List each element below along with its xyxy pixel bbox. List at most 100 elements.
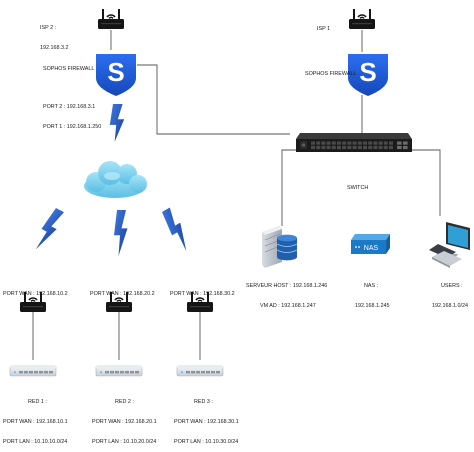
connection-lines [32, 30, 441, 360]
switch-port [378, 141, 383, 145]
switch-port [383, 141, 388, 145]
firewall-left-port2: PORT 2 : 192.168.3.1 [43, 104, 96, 111]
network-switch-icon [296, 133, 412, 152]
site2-wan: PORT WAN : 192.168.20.2 [90, 291, 155, 298]
firewall-right-label: SOPHOS FIREWALL [305, 58, 356, 84]
switch-port [342, 145, 347, 150]
site3-red: RED 3 : [194, 399, 213, 406]
switch-port [389, 141, 393, 145]
link-firewall-left-switch [137, 64, 290, 135]
switch-port [316, 145, 321, 150]
sophos-logo-letter: S [359, 57, 376, 87]
switch-port [368, 145, 373, 150]
switch-port [357, 145, 362, 150]
firewall-left-title: SOPHOS FIREWALL [43, 66, 95, 73]
switch-port [337, 141, 341, 145]
switch-port [373, 141, 378, 145]
switch-port [342, 141, 347, 145]
firewall-right-title: SOPHOS FIREWALL [305, 71, 357, 78]
router-icon [348, 8, 376, 30]
site1-wan: PORT WAN : 192.168.10.2 [3, 291, 68, 298]
switch-port [363, 141, 367, 145]
switch-port [383, 145, 388, 150]
lightning-icon [35, 208, 64, 250]
site1-wan-label: PORT WAN : 192.168.10.2 [3, 278, 68, 304]
switch-label: SWITCH [347, 172, 368, 198]
switch-port [373, 145, 378, 150]
switch-port [352, 141, 357, 145]
nas-title: NAS : [364, 283, 379, 290]
site1-lan: PORT LAN : 10.10.10.0/24 [3, 438, 68, 445]
switch-port [326, 145, 331, 150]
red-appliance-icon [95, 365, 143, 377]
switch-port [347, 145, 352, 150]
firewall-left-port1: PORT 1 : 192.168.1.250 [43, 123, 102, 130]
nas-badge: NAS [364, 245, 379, 252]
switch-port [389, 145, 393, 150]
switch-port [357, 141, 362, 145]
users-ip: 192.168.1.0/24 [432, 302, 468, 309]
link-switch-users [410, 149, 441, 216]
site3-red-label: RED 3 : PORT WAN : 192.168.30.1 PORT LAN… [174, 386, 239, 452]
users-label: USERS : 192.168.1.0/24 [432, 270, 468, 316]
site2-red-label: RED 2 : PORT WAN : 192.168.20.1 PORT LAN… [92, 386, 157, 452]
nas-label: NAS : 192.168.1.245 [355, 270, 389, 316]
switch-port [316, 141, 321, 145]
site2-wan-label: PORT WAN : 192.168.20.2 [90, 278, 155, 304]
switch-uplink-port [403, 141, 408, 145]
nas-icon: NAS [351, 234, 390, 254]
switch-port [337, 145, 341, 150]
isp1-title: ISP 1 [317, 26, 331, 33]
lightning-icon [109, 104, 125, 142]
isp2-title: ISP 2 : [40, 25, 57, 32]
sophos-logo-letter: S [107, 57, 124, 87]
network-diagram: S S [9, 8, 470, 377]
site3-wan: PORT WAN : 192.168.30.2 [170, 291, 235, 298]
switch-port [363, 145, 367, 150]
switch-port [311, 141, 315, 145]
switch-port [347, 141, 352, 145]
server-host: SERVEUR HOST : 192.168.1.246 [246, 283, 328, 290]
site3-wan2: PORT WAN : 192.168.30.1 [174, 418, 239, 425]
switch-title: SWITCH [347, 185, 369, 192]
lightning-icon [114, 210, 128, 256]
switch-port [311, 145, 315, 150]
site1-red-label: RED 1 : PORT WAN : 192.168.10.1 PORT LAN… [3, 386, 68, 452]
users-title: USERS : [441, 283, 463, 290]
isp2-label: ISP 2 : 192.168.3.2 [40, 12, 68, 58]
database-icon [276, 234, 298, 261]
nas-ip: 192.168.1.245 [355, 302, 390, 309]
switch-port [331, 141, 336, 145]
server-vm: VM AD : 192.168.1.247 [260, 302, 316, 309]
switch-port [331, 145, 336, 150]
lightning-icon [162, 207, 187, 252]
switch-port [368, 141, 373, 145]
sophos-shield-icon: S [348, 54, 388, 96]
site2-lan: PORT LAN : 10.10.20.0/24 [92, 438, 157, 445]
switch-port [321, 145, 326, 150]
desktop-computer-icon [429, 222, 470, 268]
router-icon [97, 8, 125, 30]
site3-wan-label: PORT WAN : 192.168.30.2 [170, 278, 235, 304]
isp1-label: ISP 1 [317, 13, 330, 39]
cloud-icon [84, 161, 147, 198]
site1-wan2: PORT WAN : 192.168.10.1 [3, 418, 68, 425]
switch-uplink-port [397, 141, 402, 145]
link-switch-server [281, 149, 302, 226]
switch-port [321, 141, 326, 145]
sophos-shield-icon: S [96, 54, 136, 96]
site2-red: RED 2 : [115, 399, 134, 406]
site1-red: RED 1 : [28, 399, 47, 406]
switch-port [352, 145, 357, 150]
switch-uplink-port [403, 145, 408, 150]
red-appliance-icon [176, 365, 224, 377]
switch-port [378, 145, 383, 150]
switch-port [326, 141, 331, 145]
firewall-left-label: SOPHOS FIREWALL PORT 2 : 192.168.3.1 POR… [43, 53, 101, 137]
site2-wan2: PORT WAN : 192.168.20.1 [92, 418, 157, 425]
red-appliance-icon [9, 365, 57, 377]
switch-uplink-port [397, 145, 402, 150]
server-label: SERVEUR HOST : 192.168.1.246 VM AD : 192… [246, 270, 327, 316]
isp2-ip: 192.168.3.2 [40, 44, 69, 51]
site3-lan: PORT LAN : 10.10.30.0/24 [174, 438, 239, 445]
